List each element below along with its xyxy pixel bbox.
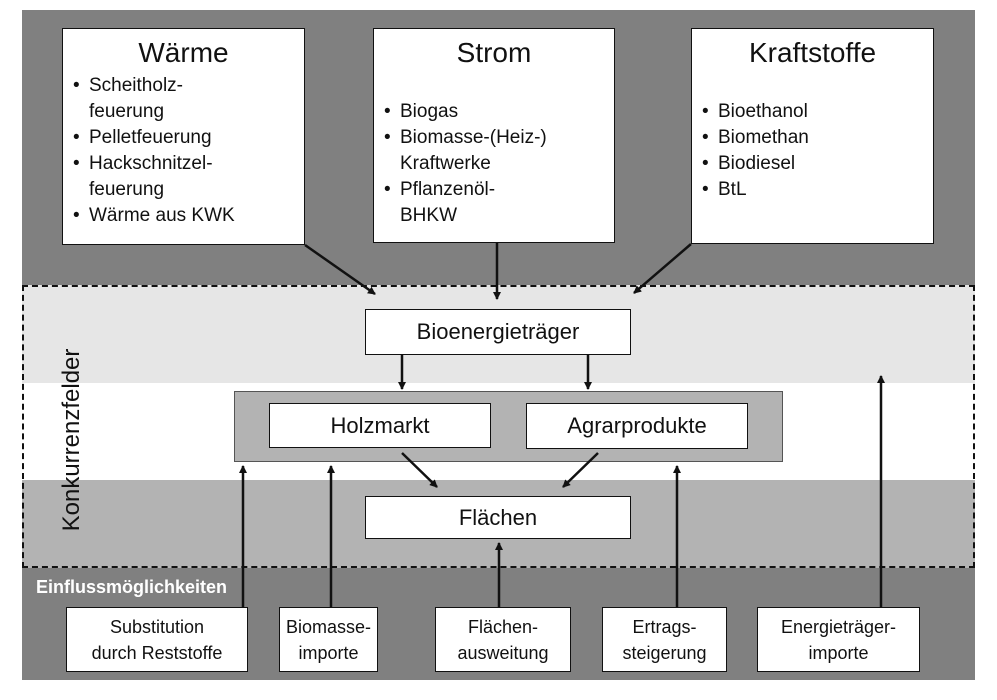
influence-option-label: Flächen- ausweitung — [457, 616, 549, 663]
category-title: Wärme — [138, 37, 229, 68]
bioenergy-carrier-box: Bioenergieträger — [365, 309, 631, 355]
list-item: Hackschnitzel- feuerung — [73, 151, 304, 203]
influence-box-energy-imports: Energieträger- importe — [757, 607, 920, 672]
influence-option-label: Substitution durch Reststoffe — [91, 616, 223, 663]
wood-market-box: Holzmarkt — [269, 403, 491, 448]
influence-option-label: Biomasse- importe — [285, 616, 372, 663]
list-item-text: Biodiesel — [718, 153, 796, 174]
category-list: Biogas Biomasse-(Heiz-) Kraftwerke Pflan… — [374, 69, 614, 229]
land-box: Flächen — [365, 496, 631, 539]
list-item: Pelletfeuerung — [73, 125, 304, 151]
category-title: Strom — [456, 37, 532, 68]
list-item: Wärme aus KWK — [73, 203, 304, 229]
wood-market-label: Holzmarkt — [330, 412, 430, 438]
list-item-text: BtL — [718, 179, 747, 200]
list-item: Biodiesel — [702, 151, 933, 177]
bioenergy-carrier-label: Bioenergieträger — [416, 319, 580, 344]
agricultural-products-label: Agrarprodukte — [567, 413, 707, 438]
influence-box-biomass-imports: Biomasse- importe — [279, 607, 378, 672]
influence-options-label: Einflussmöglichkeiten — [36, 577, 228, 597]
influence-box-land-expansion: Flächen- ausweitung — [435, 607, 571, 672]
list-item-text: Biomasse-(Heiz-) Kraftwerke — [400, 127, 547, 174]
list-item-text: Biogas — [400, 101, 459, 122]
list-item-text: Pelletfeuerung — [89, 127, 212, 148]
list-item: Scheitholz- feuerung — [73, 73, 304, 125]
list-item-text: Biomethan — [718, 127, 809, 148]
category-box-kraftstoffe: Kraftstoffe Bioethanol Biomethan Biodies… — [691, 28, 934, 244]
competition-fields-border — [22, 285, 975, 568]
category-list: Bioethanol Biomethan Biodiesel BtL — [692, 69, 933, 203]
list-item-text: Hackschnitzel- feuerung — [89, 153, 213, 200]
influence-box-substitution: Substitution durch Reststoffe — [66, 607, 248, 672]
influence-option-label: Ertrags- steigerung — [622, 616, 707, 663]
list-item: Biomethan — [702, 125, 933, 151]
list-item: Bioethanol — [702, 99, 933, 125]
list-item: Biogas — [384, 99, 614, 125]
list-item-text: Pflanzenöl- BHKW — [400, 179, 496, 226]
category-title: Kraftstoffe — [748, 37, 877, 68]
list-item: BtL — [702, 177, 933, 203]
list-item-text: Bioethanol — [718, 101, 808, 122]
category-box-strom: Strom Biogas Biomasse-(Heiz-) Kraftwerke… — [373, 28, 615, 243]
influence-option-label: Energieträger- importe — [780, 616, 897, 663]
list-item-text: Scheitholz- feuerung — [89, 75, 183, 122]
category-box-waerme: Wärme Scheitholz- feuerung Pelletfeuerun… — [62, 28, 305, 245]
land-label: Flächen — [458, 504, 538, 530]
list-item: Biomasse-(Heiz-) Kraftwerke — [384, 125, 614, 177]
influence-box-yield-increase: Ertrags- steigerung — [602, 607, 727, 672]
list-item: Pflanzenöl- BHKW — [384, 177, 614, 229]
agricultural-products-box: Agrarprodukte — [526, 403, 748, 449]
category-list: Scheitholz- feuerung Pelletfeuerung Hack… — [63, 69, 304, 229]
list-item-text: Wärme aus KWK — [89, 205, 235, 226]
